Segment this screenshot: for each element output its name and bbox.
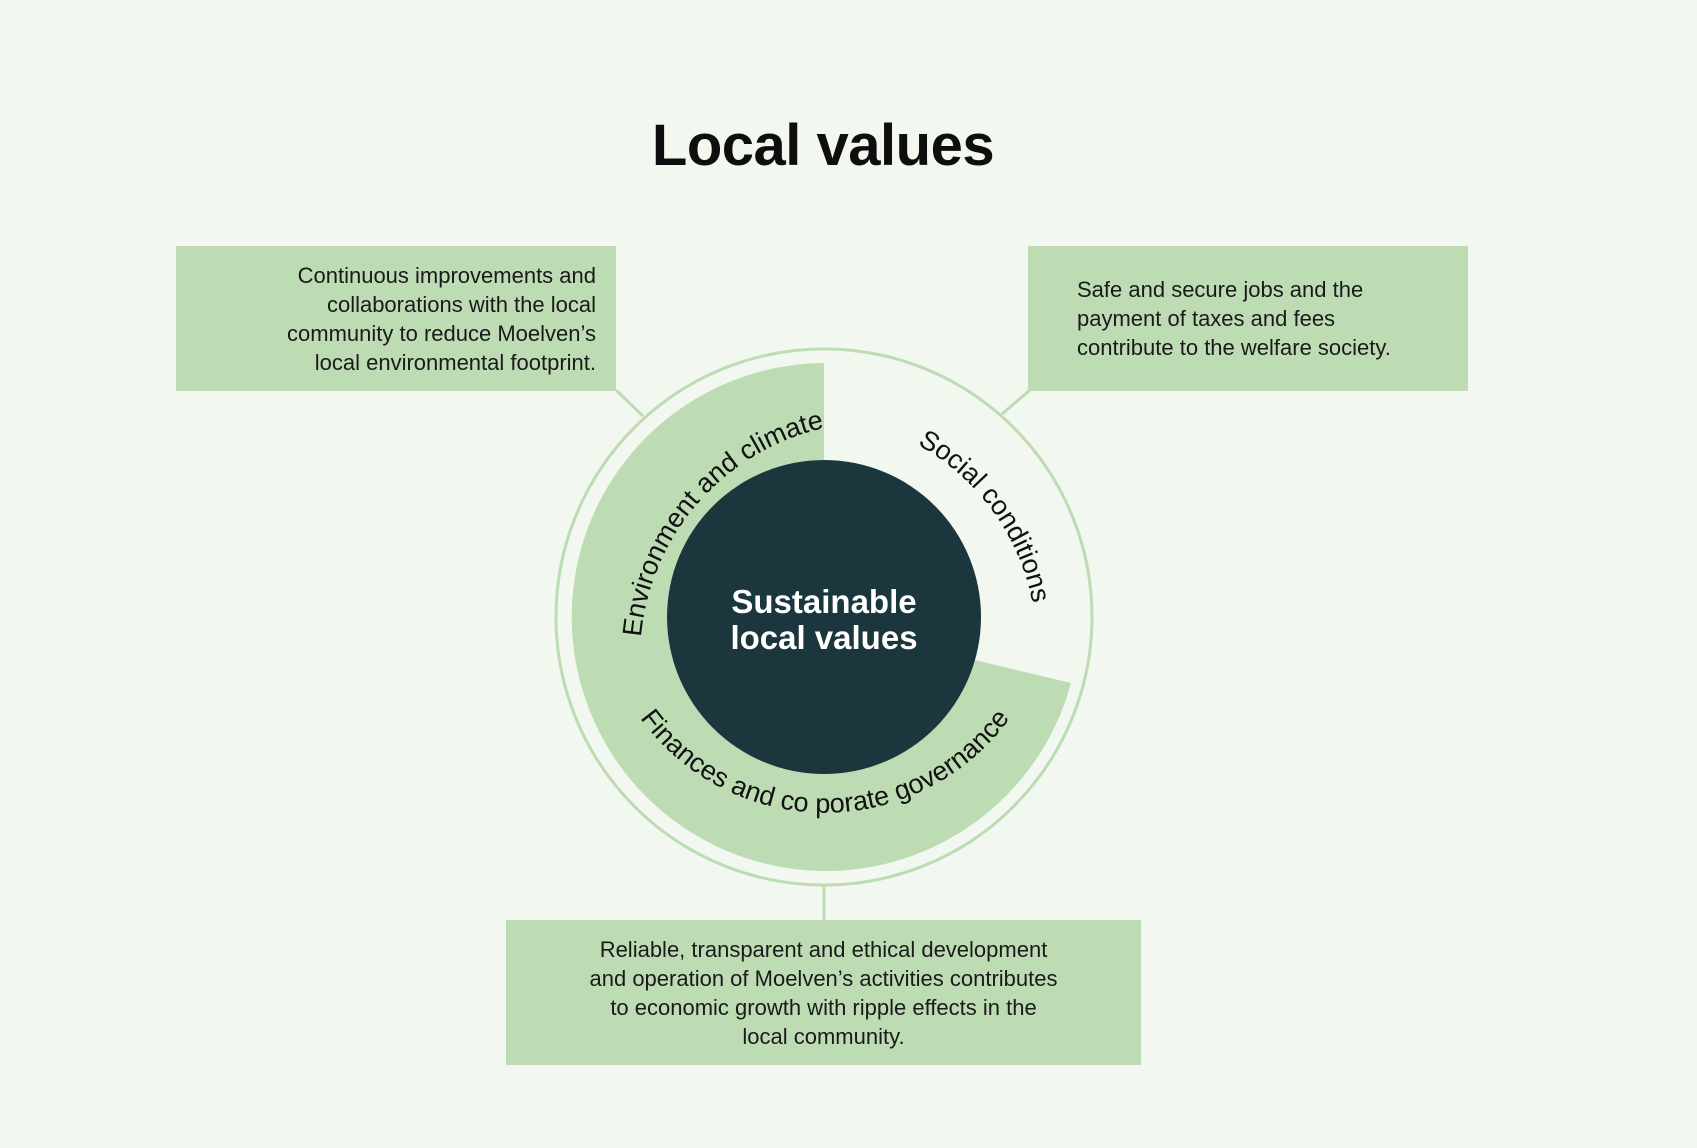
segment-environment-finance <box>571 363 1071 871</box>
info-box-environment-line: Continuous improvements and <box>297 263 596 288</box>
info-box-finance-line: local community. <box>742 1024 905 1049</box>
outer-ring <box>554 347 1094 887</box>
center-label-line1: Sustainable <box>731 583 916 620</box>
connector-line-social <box>1001 388 1031 416</box>
info-box-finance-line: Reliable, transparent and ethical develo… <box>599 937 1048 962</box>
center-circle <box>667 460 981 774</box>
info-box-social: Safe and secure jobs and the payment of … <box>1028 246 1468 391</box>
info-box-environment-line: collaborations with the local <box>326 292 596 317</box>
info-box-social-line: Safe and secure jobs and the <box>1077 277 1364 302</box>
info-box-environment-line: community to reduce Moelven’s <box>287 321 596 346</box>
info-box-social-line: contribute to the welfare society. <box>1077 335 1391 360</box>
page-title: Local values <box>651 113 995 178</box>
info-box-environment-line: local environmental footprint. <box>314 350 596 375</box>
info-box-finance: Reliable, transparent and ethical develo… <box>506 920 1141 1065</box>
info-box-finance-line: and operation of Moelven’s activities co… <box>589 966 1058 991</box>
info-box-social-line: payment of taxes and fees <box>1077 306 1336 331</box>
info-box-finance-line: to economic growth with ripple effects i… <box>610 995 1037 1020</box>
center-label-line2: local values <box>730 619 917 656</box>
connector-line-environment <box>614 388 645 418</box>
info-box-environment: Continuous improvements and collaboratio… <box>176 246 616 391</box>
